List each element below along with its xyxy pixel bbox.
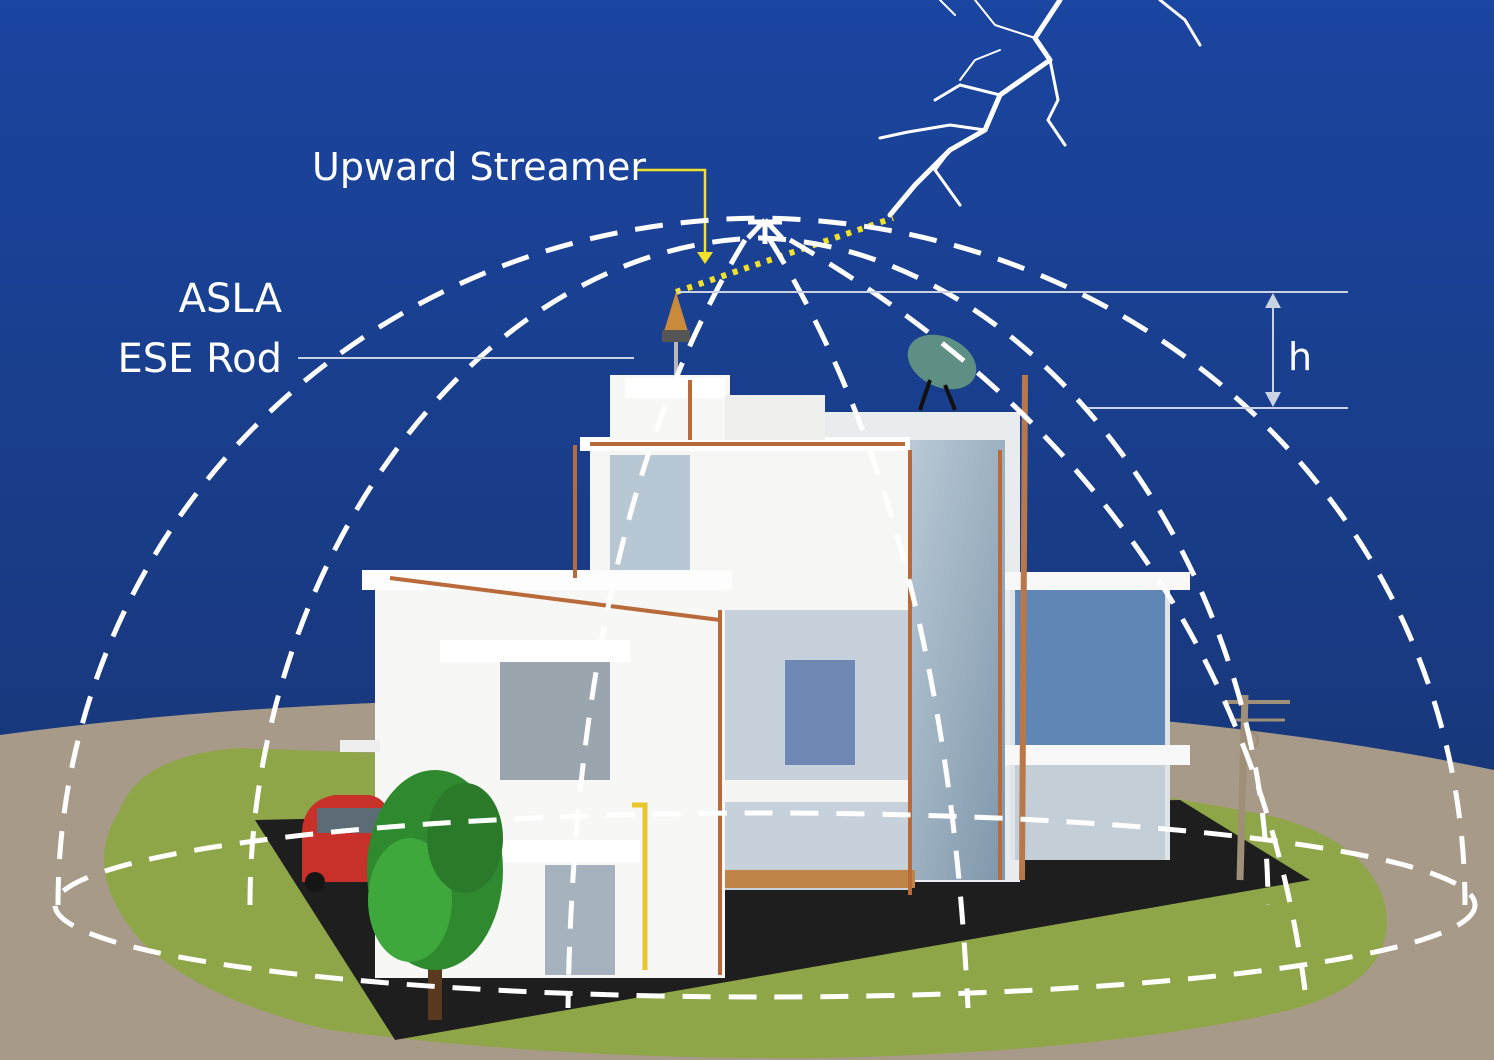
left-inner-ray [565, 238, 748, 1009]
upward-streamer-path [675, 215, 894, 295]
dimension-arrow-up-icon [1265, 293, 1281, 308]
dimension-arrow-down-icon [1265, 392, 1281, 407]
upward-streamer-label: Upward Streamer [312, 145, 646, 189]
height-dimension [678, 291, 1348, 409]
lightning-bolt-icon [878, 0, 1202, 218]
product-name-line1: ASLA [179, 276, 283, 322]
center-ray [767, 238, 971, 1009]
height-label: h [1288, 335, 1312, 379]
satellite-dish-icon [907, 334, 977, 411]
ese-lightning-rod-icon [662, 292, 690, 378]
protection-zone [52, 215, 1478, 1009]
streamer-arrow-icon [697, 252, 713, 264]
inner-protection-arc [247, 235, 1271, 906]
building [340, 374, 1190, 978]
right-inner-ray [788, 237, 1308, 991]
apex-starburst-icon [746, 218, 784, 244]
product-name-line2: ESE Rod [117, 336, 282, 382]
streamer-callout-line [636, 168, 707, 253]
tree-icon [367, 770, 503, 1020]
ground-protection-ellipse [52, 810, 1478, 1000]
